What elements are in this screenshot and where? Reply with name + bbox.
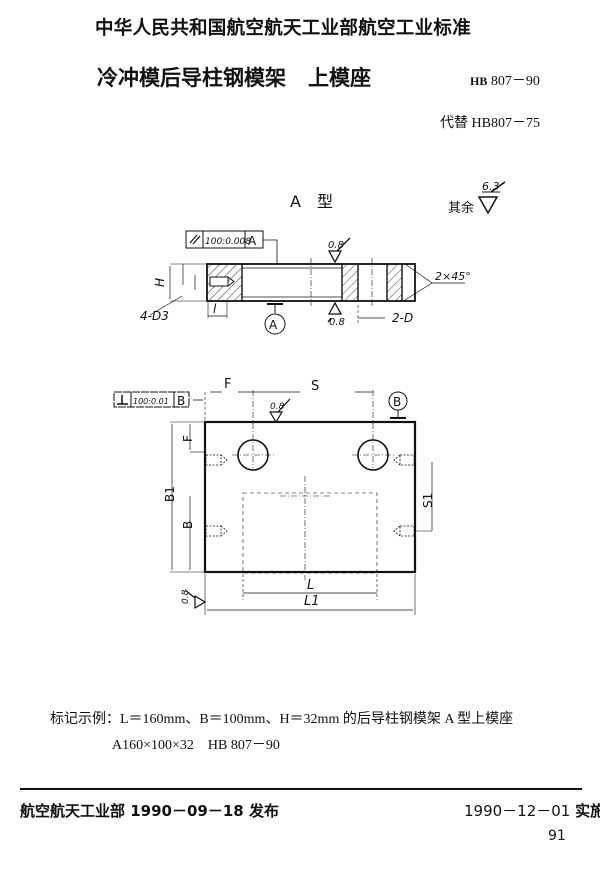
issuing-organization: 中华人民共和国航空航天工业部航空工业标准 xyxy=(95,18,472,39)
replaces-note: 代替 HB807－75 xyxy=(440,116,540,131)
standard-number: 807－90 xyxy=(490,74,540,89)
roughness-plan-top-icon xyxy=(268,398,291,424)
datum-a-ref: A xyxy=(248,234,257,248)
perpendicular-tolerance-frame xyxy=(113,391,203,408)
marking-example-code: A160×100×32 HB 807－90 xyxy=(112,738,280,753)
dim-b1: B1 xyxy=(163,486,177,502)
roughness-top-icon xyxy=(327,237,351,264)
footer-divider xyxy=(20,788,582,790)
roughness-bottom-icon xyxy=(327,301,343,323)
page-title: 冷冲模后导柱钢模架上模座 xyxy=(97,62,371,92)
dim-f-top: F xyxy=(224,377,231,392)
standard-code: HB 807－90 xyxy=(470,70,540,90)
other-roughness-value: 6.3 xyxy=(482,180,500,193)
effective-date: 1990－12－01 xyxy=(464,802,571,820)
standard-prefix: HB xyxy=(470,74,488,88)
roughness-plan-side-icon xyxy=(184,589,207,610)
dim-h: H xyxy=(153,278,167,287)
dim-l: l xyxy=(213,302,217,316)
effective-info: 1990－12－01 实施 xyxy=(464,800,600,821)
datum-b-symbol: B xyxy=(393,395,401,409)
effective-label: 实施 xyxy=(575,802,600,820)
section-view: 100:0.008 A H 4-D3 l A 0.8 xyxy=(140,230,471,335)
roughness-top-value: 0.8 xyxy=(328,240,344,251)
dim-4-d3: 4-D3 xyxy=(140,309,169,323)
page-number: 91 xyxy=(548,828,566,844)
perpendicular-icon xyxy=(117,395,128,405)
roughness-symbol-icon xyxy=(477,181,506,215)
roughness-bottom-value: 0.8 xyxy=(329,317,345,328)
guide-hole xyxy=(237,439,269,471)
parallel-tolerance-value: 100:0.008 xyxy=(205,237,251,247)
parallel-tolerance-frame xyxy=(185,230,278,264)
issue-info: 航空航天工业部 1990－09－18 发布 xyxy=(20,802,279,820)
dim-s1: S1 xyxy=(421,493,435,508)
title-part1: 冷冲模后导柱钢模架 xyxy=(97,66,286,90)
roughness-plan-top-value: 0.8 xyxy=(270,402,285,412)
dim-chamfer: 2×45° xyxy=(435,270,471,283)
dim-s: S xyxy=(311,379,319,394)
marking-example: 标记示例：L＝160mm、B＝100mm、H＝32mm 的后导柱钢模架 A 型上… xyxy=(50,712,514,727)
dim-l-plan: L xyxy=(307,578,314,593)
parallel-icon xyxy=(189,234,201,245)
plan-view: 100:0.01 B F S 0.8 B F xyxy=(113,377,435,615)
technical-drawing: A 型 其余 6.3 100:0.008 A xyxy=(113,180,506,615)
title-part2: 上模座 xyxy=(308,66,371,90)
dim-b: B xyxy=(181,521,195,529)
type-label: A 型 xyxy=(290,192,333,211)
dim-l1: L1 xyxy=(304,594,320,609)
other-surfaces-label: 其余 xyxy=(448,200,474,216)
datum-a-symbol: A xyxy=(269,318,278,332)
datum-b-ref: B xyxy=(177,394,185,408)
dim-2-d: 2-D xyxy=(392,311,413,325)
guide-hole xyxy=(357,439,389,471)
perpendicular-tolerance-value: 100:0.01 xyxy=(133,397,169,406)
roughness-plan-side-value: 0.8 xyxy=(181,589,191,604)
dim-f-side: F xyxy=(181,435,195,442)
